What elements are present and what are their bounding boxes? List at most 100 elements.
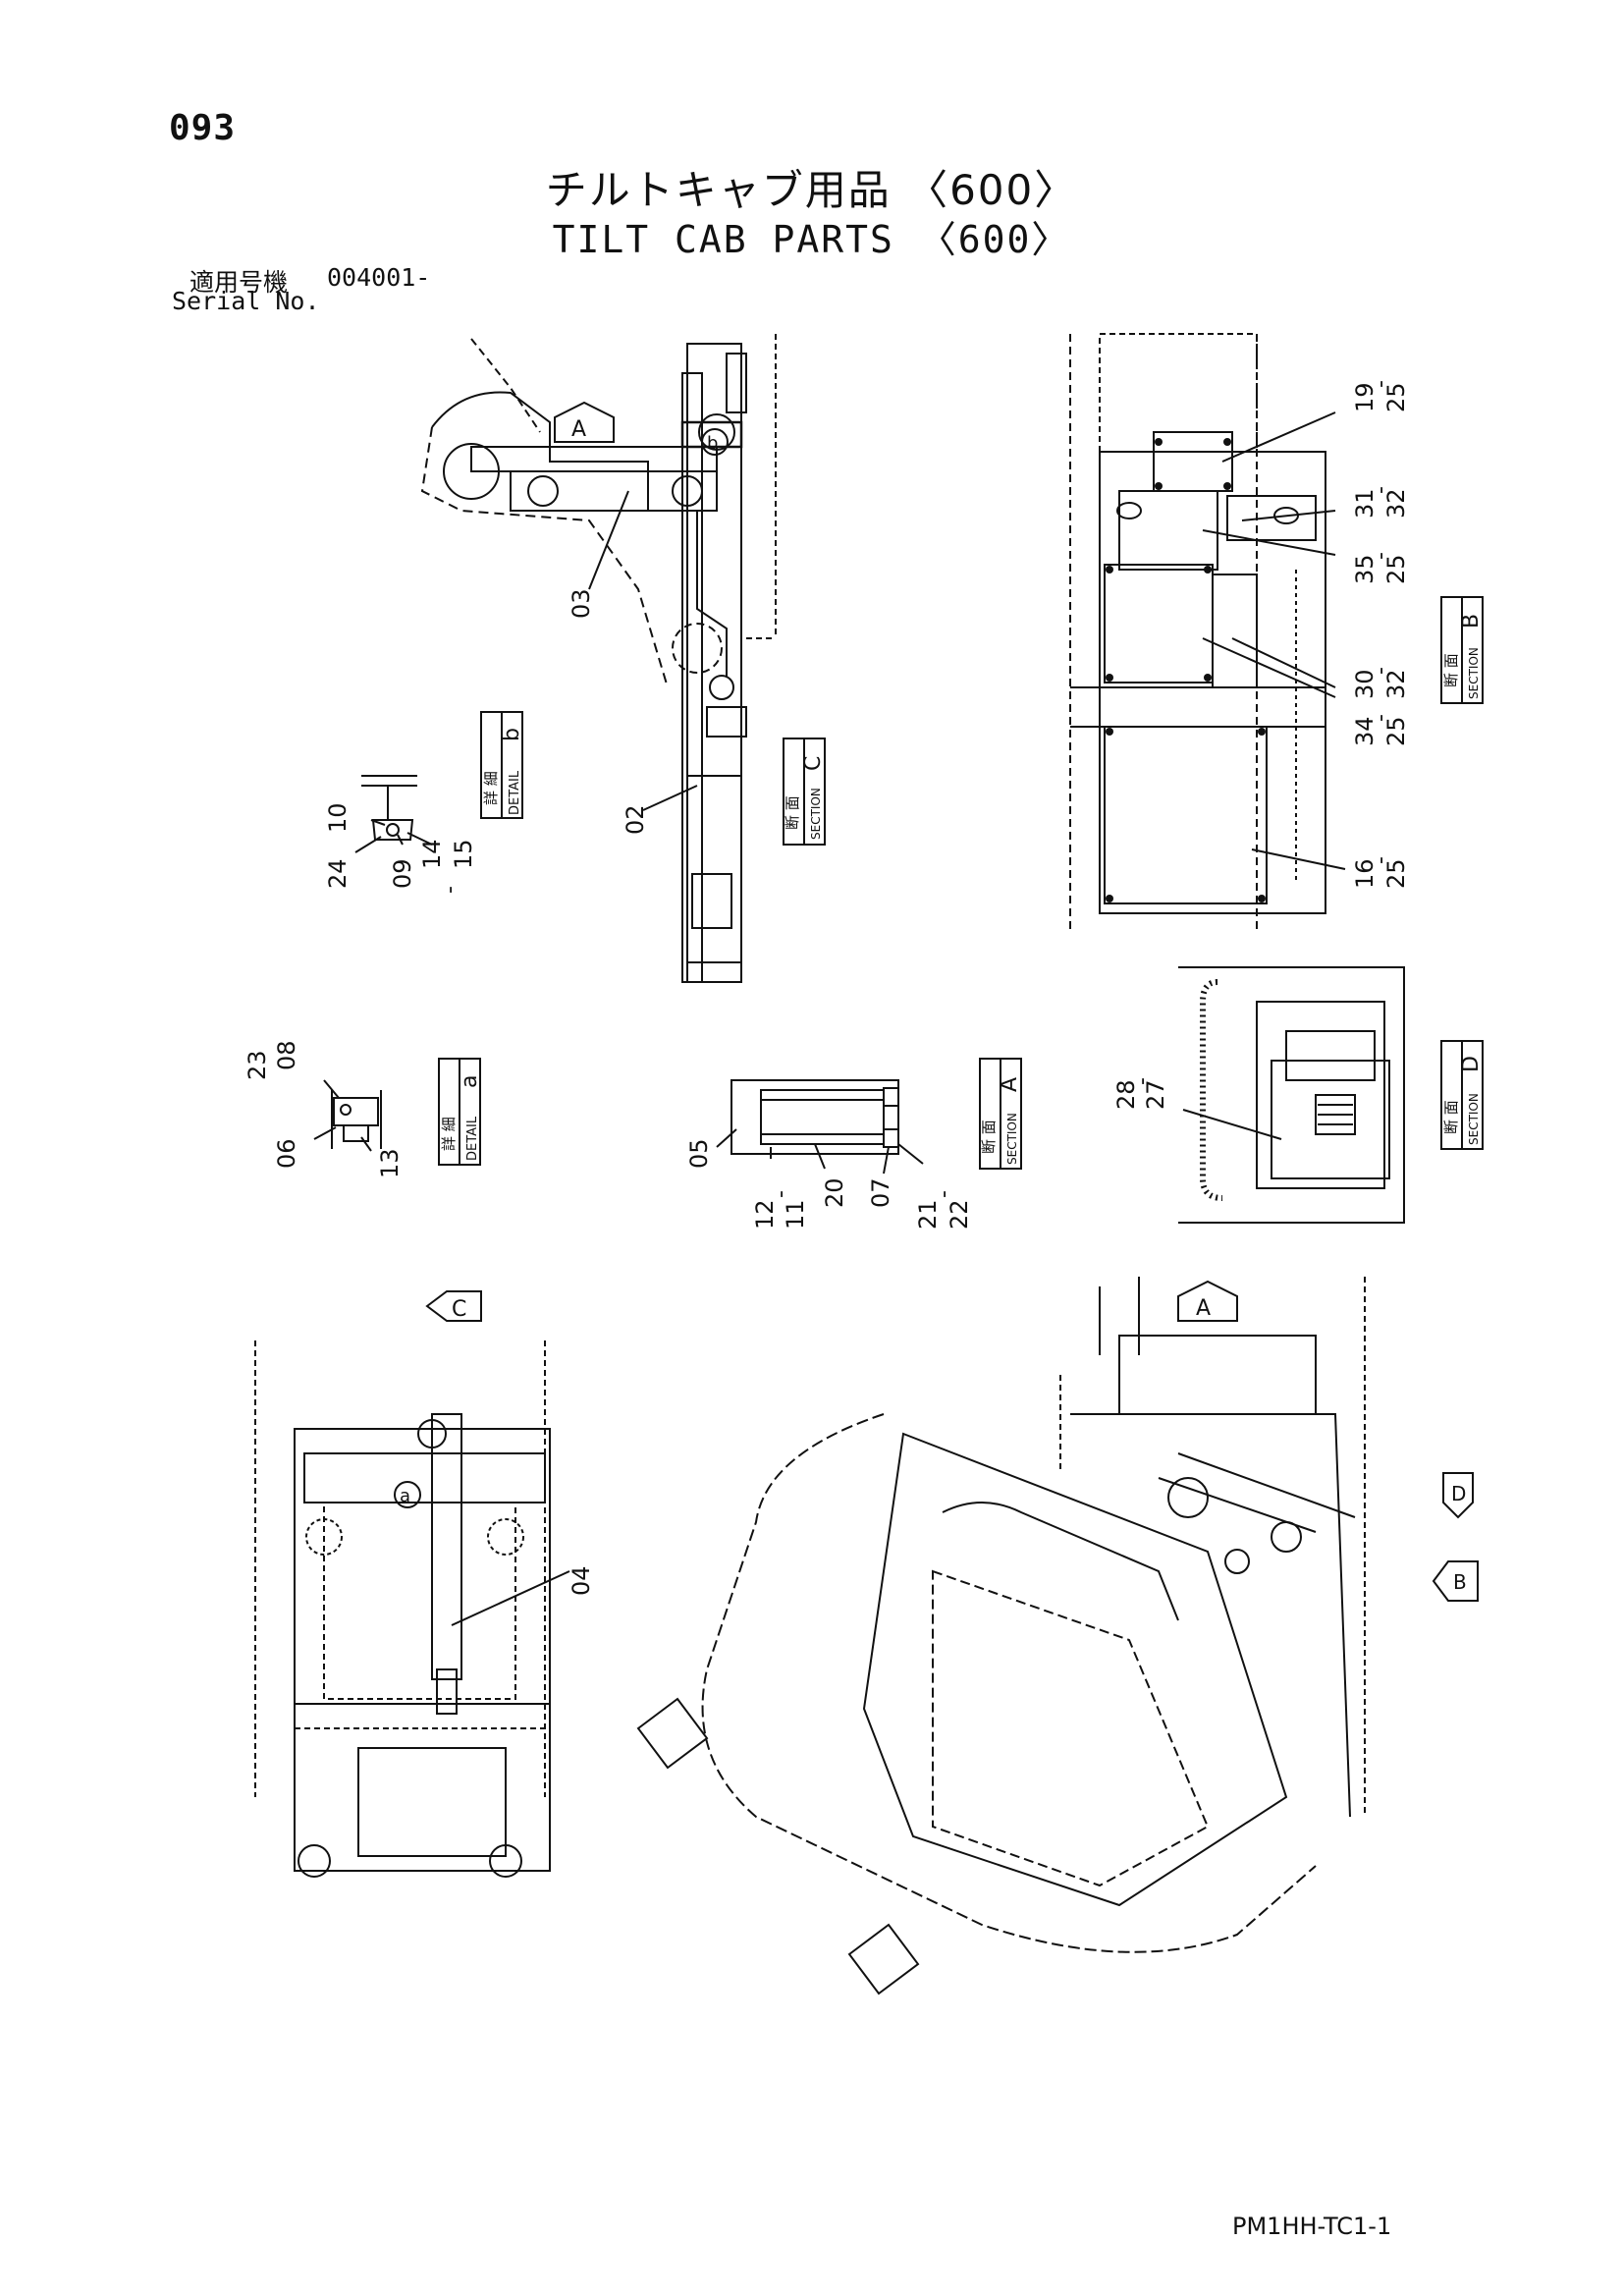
svg-text:a: a bbox=[400, 1486, 410, 1506]
svg-text:-: - bbox=[1369, 486, 1393, 494]
svg-text:A: A bbox=[571, 417, 586, 442]
callout-16-25: 16 - 25 bbox=[1251, 848, 1410, 889]
svg-text:23: 23 bbox=[243, 1050, 271, 1080]
section-b-label: 断 面 SECTION B bbox=[1440, 596, 1484, 704]
svg-text:D: D bbox=[1459, 1056, 1484, 1072]
circle-marker-a: a bbox=[394, 1481, 421, 1508]
svg-text:SECTION: SECTION bbox=[809, 788, 823, 840]
cab-tilted-view bbox=[636, 1277, 1366, 1995]
drawing-code: PM1HH-TC1-1 bbox=[1232, 2213, 1392, 2240]
svg-text:B: B bbox=[1453, 1570, 1467, 1594]
svg-text:25: 25 bbox=[1382, 858, 1410, 889]
svg-text:-: - bbox=[1369, 552, 1393, 560]
svg-text:07: 07 bbox=[867, 1177, 894, 1208]
svg-text:-: - bbox=[1369, 380, 1393, 388]
svg-text:-: - bbox=[1369, 714, 1393, 722]
svg-text:SECTION: SECTION bbox=[1467, 1093, 1481, 1145]
svg-text:詳 細: 詳 細 bbox=[482, 771, 500, 805]
svg-text:05: 05 bbox=[685, 1138, 713, 1169]
callout-07: 07 bbox=[867, 1146, 894, 1208]
svg-text:15: 15 bbox=[450, 839, 477, 869]
view-arrow-c: C bbox=[425, 1290, 482, 1322]
view-arrow-d: D bbox=[1442, 1472, 1474, 1519]
svg-text:10: 10 bbox=[324, 802, 352, 833]
svg-text:06: 06 bbox=[273, 1138, 300, 1169]
callout-06: 06 bbox=[273, 1126, 337, 1169]
serial-value: 004001- bbox=[327, 263, 431, 292]
svg-text:35: 35 bbox=[1351, 554, 1379, 584]
svg-text:b: b bbox=[500, 728, 524, 741]
svg-text:12: 12 bbox=[751, 1199, 779, 1230]
svg-text:31: 31 bbox=[1351, 488, 1379, 519]
svg-text:04: 04 bbox=[568, 1565, 595, 1596]
svg-text:16: 16 bbox=[1351, 858, 1379, 889]
section-a-drawing bbox=[730, 1079, 899, 1155]
view-arrow-upper-a: A bbox=[554, 401, 615, 443]
callout-05: 05 bbox=[685, 1128, 737, 1169]
svg-text:断 面: 断 面 bbox=[980, 1120, 998, 1154]
callout-30-32: 30 - 32 bbox=[1231, 637, 1410, 699]
svg-text:-: - bbox=[438, 886, 462, 894]
callout-19-25: 19 - 25 bbox=[1221, 380, 1410, 463]
callout-24: 24 bbox=[324, 836, 382, 889]
svg-text:a: a bbox=[458, 1075, 482, 1088]
svg-text:B: B bbox=[1459, 614, 1484, 629]
svg-text:28: 28 bbox=[1112, 1079, 1140, 1110]
callout-20: 20 bbox=[814, 1143, 848, 1208]
svg-text:-: - bbox=[1369, 856, 1393, 864]
callout-02: 02 bbox=[622, 785, 698, 835]
svg-text:SECTION: SECTION bbox=[1467, 647, 1481, 699]
serial-label-japanese: 適用号機 bbox=[189, 268, 289, 297]
callout-23-08: 23 08 bbox=[243, 1040, 340, 1099]
svg-text:30: 30 bbox=[1351, 669, 1379, 699]
svg-text:09: 09 bbox=[389, 858, 416, 889]
callout-14-15: 14 - 15 bbox=[406, 832, 477, 894]
callout-12-11: 12 - 11 bbox=[751, 1147, 809, 1230]
view-arrow-b: B bbox=[1432, 1560, 1479, 1602]
view-arrow-lower-a: A bbox=[1177, 1280, 1238, 1322]
callout-35-25: 35 - 25 bbox=[1202, 529, 1410, 584]
svg-text:DETAIL: DETAIL bbox=[465, 1116, 480, 1161]
callout-09: 09 bbox=[389, 834, 416, 889]
section-b-bolts bbox=[1106, 438, 1266, 902]
callout-31-32: 31 - 32 bbox=[1241, 486, 1410, 521]
callout-21-22: 21 - 22 bbox=[897, 1143, 973, 1230]
svg-text:08: 08 bbox=[273, 1040, 300, 1070]
svg-text:19: 19 bbox=[1351, 382, 1379, 412]
svg-text:A: A bbox=[1196, 1296, 1211, 1321]
svg-text:27: 27 bbox=[1142, 1079, 1169, 1110]
svg-text:11: 11 bbox=[782, 1199, 809, 1230]
circle-marker-b: b bbox=[701, 428, 729, 456]
svg-text:断 面: 断 面 bbox=[1442, 1100, 1460, 1134]
detail-b-label: 詳 細 DETAIL b bbox=[480, 711, 524, 819]
section-d-label: 断 面 SECTION D bbox=[1440, 1040, 1484, 1150]
section-a-label: 断 面 SECTION A bbox=[979, 1058, 1022, 1170]
title-japanese: チルトキャブ用品 〈600〉 bbox=[545, 166, 1078, 214]
callout-10: 10 bbox=[324, 802, 386, 833]
svg-text:25: 25 bbox=[1382, 554, 1410, 584]
title-english: TILT CAB PARTS 〈600〉 bbox=[552, 218, 1071, 261]
svg-text:32: 32 bbox=[1382, 488, 1410, 519]
svg-text:-: - bbox=[769, 1190, 793, 1198]
svg-text:C: C bbox=[452, 1297, 466, 1322]
callout-34-25: 34 - 25 bbox=[1202, 637, 1410, 746]
plan-view-frame bbox=[254, 1340, 551, 1878]
callout-13: 13 bbox=[360, 1136, 404, 1178]
svg-text:-: - bbox=[932, 1190, 956, 1198]
svg-text:C: C bbox=[801, 756, 826, 771]
section-c-label: 断 面 SECTION C bbox=[783, 738, 826, 846]
svg-text:詳 細: 詳 細 bbox=[440, 1117, 458, 1151]
svg-text:断 面: 断 面 bbox=[784, 795, 801, 830]
callout-28-27: 28 - 27 bbox=[1112, 1077, 1282, 1140]
svg-text:D: D bbox=[1451, 1482, 1466, 1505]
svg-text:b: b bbox=[707, 433, 718, 454]
svg-text:A: A bbox=[998, 1077, 1022, 1092]
svg-text:32: 32 bbox=[1382, 669, 1410, 699]
svg-text:03: 03 bbox=[568, 588, 595, 619]
detail-a-label: 詳 細 DETAIL a bbox=[438, 1058, 482, 1166]
section-d-drawing bbox=[1178, 966, 1405, 1224]
svg-text:25: 25 bbox=[1382, 382, 1410, 412]
svg-text:25: 25 bbox=[1382, 716, 1410, 746]
svg-text:20: 20 bbox=[821, 1177, 848, 1208]
